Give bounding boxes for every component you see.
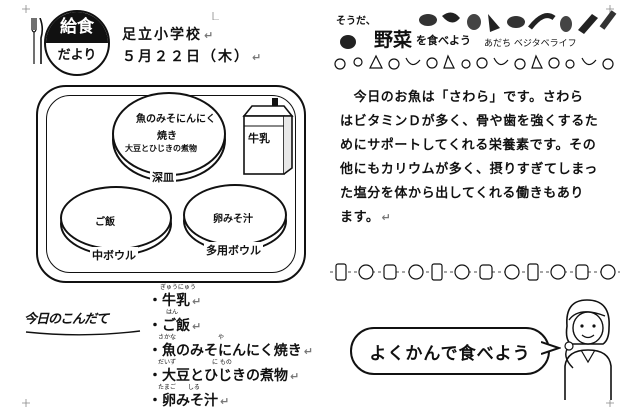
vegetable-illustrations (334, 10, 617, 70)
vegetable-banner: そうだ、 野菜 を食べよう あだち ベジタベライフ (330, 8, 620, 78)
main-dish-line-1: 魚のみそにんにく (136, 114, 216, 125)
article-body: 今日のお魚は「さわら」です。さわら はビタミンＤが多く、骨や歯を強くするた めに… (340, 86, 612, 230)
badge-subtitle: だより (57, 48, 97, 63)
crop-mark-top-right (606, 5, 614, 13)
issue-date: ５月２２日（木）↵ (122, 49, 264, 65)
deep-plate (112, 92, 226, 176)
menu-title-underline (25, 330, 141, 336)
school-name: 足立小学校↵ (122, 27, 216, 43)
food-character-divider (330, 263, 620, 281)
milk-label: 牛乳 (248, 132, 270, 145)
article-line-2: はビタミンＤが多く、骨や歯を強くするた (340, 114, 599, 129)
soup-bowl (183, 184, 287, 246)
main-dish-line-3: 大豆とひじきの煮物 (125, 144, 197, 153)
nutritionist-character-icon (564, 299, 612, 400)
banner-prefix: そうだ、 (336, 16, 376, 27)
soup-bowl-label: 多用ボウル (204, 242, 263, 258)
article-line-3: めにサポートしてくれる栄養素です。その (340, 138, 597, 153)
article-line-1: 今日のお魚は「さわら」です。さわら (353, 90, 584, 105)
article-line-4: 他にもカリウムが多く、摂りすぎてしまっ (340, 162, 598, 177)
article-line-6: ます。↵ (340, 210, 392, 225)
badge-title: 給食 (46, 12, 108, 43)
article-line-5: た塩分を体から出してくれる働きもあり (340, 186, 585, 201)
banner-subtitle: あだち ベジタベライフ (484, 39, 577, 49)
deep-plate-label: 深皿 (150, 169, 176, 185)
slogan-text: よくかんで食べよう (369, 344, 531, 364)
slogan-speech-bubble: よくかんで食べよう (350, 327, 550, 375)
menu-section-title: 今日のこんだて (24, 298, 144, 338)
banner-suffix: を食べよう (416, 34, 471, 47)
crop-mark-top-left (22, 5, 30, 13)
rice-bowl (60, 186, 172, 250)
speech-bubble-tail (541, 341, 561, 355)
milk-carton-icon (242, 98, 294, 175)
rice-label: ご飯 (95, 217, 115, 228)
crop-mark-top-center (212, 12, 219, 20)
newsletter-badge: 給食 だより (44, 10, 110, 76)
crop-mark-bottom-left (22, 399, 30, 407)
rice-bowl-label: 中ボウル (90, 247, 138, 263)
soup-label: 卵みそ汁 (213, 214, 253, 225)
banner-main: 野菜 (374, 29, 413, 51)
fork-knife-icon (31, 18, 44, 64)
main-dish-line-2: 焼き (157, 131, 177, 142)
crop-mark-bottom-right (606, 399, 614, 407)
